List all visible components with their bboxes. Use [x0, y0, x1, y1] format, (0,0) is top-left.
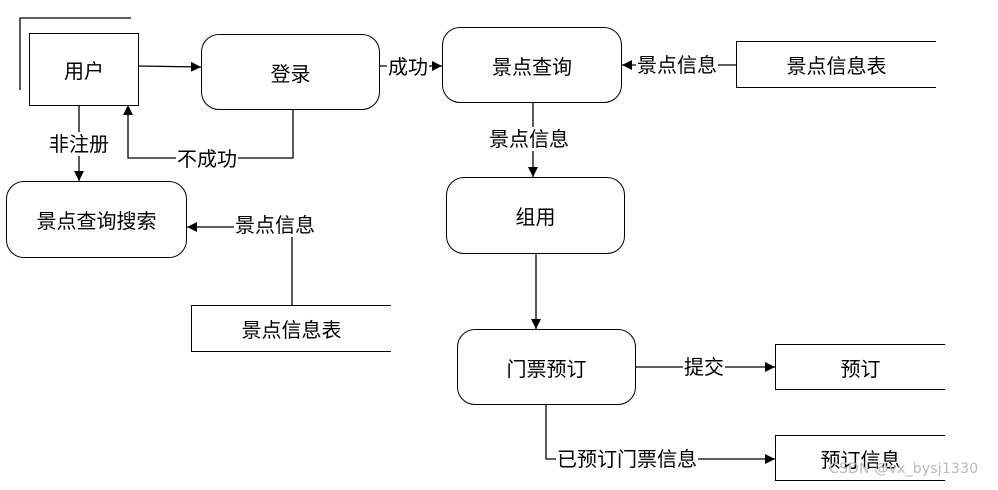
- arrow-user-to-login: [137, 61, 202, 72]
- ticket-booking-process: 门票预订: [457, 329, 636, 405]
- login-process: 登录: [201, 34, 380, 110]
- spot-query-label: 景点查询: [492, 54, 572, 79]
- edge-label-failure: 不成功: [176, 147, 238, 171]
- spot-table-top-store: 景点信息表: [736, 41, 936, 88]
- edge-label-spot-info-top: 景点信息: [636, 53, 718, 77]
- user-label: 用户: [64, 59, 104, 83]
- compose-process: 组用: [446, 177, 625, 254]
- arrow-spot-table-to-spot-search: [187, 222, 293, 305]
- edge-label-success: 成功: [387, 55, 429, 79]
- booking-store: 预订: [775, 344, 945, 390]
- booking-info-store: 预订信息: [775, 435, 945, 481]
- booking-label: 预订: [840, 356, 881, 381]
- spot-search-process: 景点查询搜索: [6, 181, 187, 258]
- booking-info-label: 预订信息: [820, 447, 901, 472]
- edge-label-spot-info-down: 景点信息: [488, 127, 570, 151]
- compose-label: 组用: [515, 205, 556, 229]
- edge-label-submit: 提交: [683, 355, 725, 379]
- ticket-booking-label: 门票预订: [506, 356, 587, 381]
- user-entity: 用户: [29, 33, 139, 106]
- edge-label-booked-ticket-info: 已预订门票信息: [556, 447, 698, 471]
- spot-search-label: 景点查询搜索: [36, 209, 157, 233]
- spot-table-top-label: 景点信息表: [786, 54, 887, 78]
- edge-label-spot-info-bottom: 景点信息: [234, 213, 316, 237]
- watermark: CSDN @vx_bysj1330: [829, 461, 979, 477]
- user-entity-outer-border: [19, 17, 131, 90]
- spot-table-bottom-store: 景点信息表: [191, 305, 391, 352]
- arrow-ticket-booking-to-booking-info: [545, 404, 775, 464]
- spot-query-process: 景点查询: [442, 27, 622, 103]
- login-label: 登录: [270, 61, 311, 86]
- edge-label-not-registered: 非注册: [48, 132, 110, 156]
- spot-table-bottom-label: 景点信息表: [241, 318, 342, 342]
